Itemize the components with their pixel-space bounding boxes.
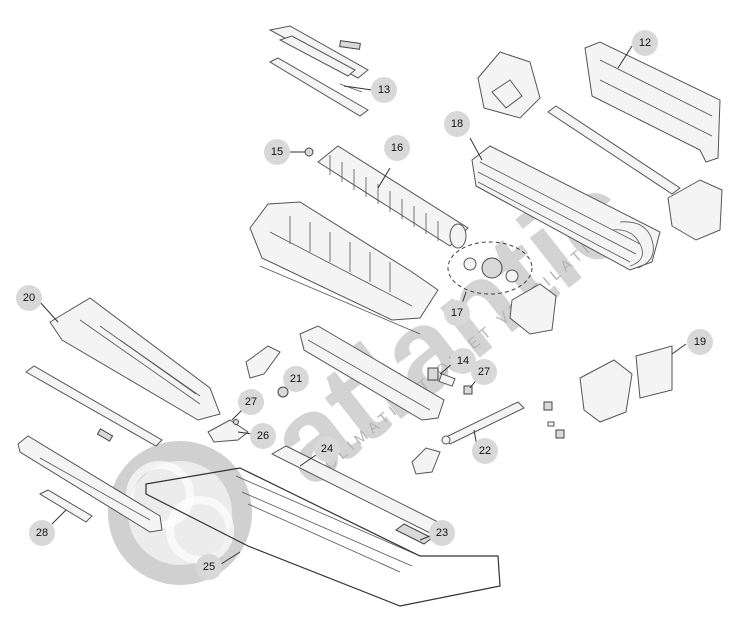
callout-26: 26 bbox=[250, 423, 276, 449]
callout-27-right: 27 bbox=[471, 359, 497, 385]
callout-17: 17 bbox=[444, 300, 470, 326]
callout-21: 21 bbox=[283, 366, 309, 392]
callout-25: 25 bbox=[196, 554, 222, 580]
part-14-sensor bbox=[427, 363, 456, 387]
part-13-brackets bbox=[268, 25, 373, 117]
svg-text:13: 13 bbox=[378, 84, 390, 96]
part-clip-a bbox=[96, 428, 114, 442]
callout-20: 20 bbox=[16, 285, 42, 311]
part-22-shaft bbox=[441, 401, 525, 453]
svg-text:24: 24 bbox=[321, 443, 333, 455]
callout-12: 12 bbox=[632, 30, 658, 56]
part-28-louver bbox=[17, 435, 163, 533]
svg-text:19: 19 bbox=[694, 336, 706, 348]
callout-24: 24 bbox=[314, 436, 340, 462]
callout-28: 28 bbox=[29, 520, 55, 546]
callout-15: 15 bbox=[264, 139, 290, 165]
callout-27-left: 27 bbox=[238, 389, 264, 415]
svg-text:15: 15 bbox=[271, 146, 283, 158]
callout-14: 14 bbox=[450, 348, 476, 374]
part-25-rods bbox=[145, 467, 501, 607]
part-motor-cover bbox=[509, 283, 557, 335]
svg-text:16: 16 bbox=[391, 142, 403, 154]
svg-text:18: 18 bbox=[451, 118, 463, 130]
svg-text:25: 25 bbox=[203, 561, 215, 573]
svg-text:23: 23 bbox=[436, 527, 448, 539]
part-12-back-frame bbox=[584, 41, 721, 163]
callout-23: 23 bbox=[429, 520, 455, 546]
callout-16: 16 bbox=[384, 135, 410, 161]
watermark-logo bbox=[108, 441, 252, 585]
part-17-fan-motor bbox=[447, 241, 533, 311]
part-rail bbox=[547, 105, 681, 195]
part-18-heat-exchanger bbox=[469, 137, 661, 271]
part-19-side-cover bbox=[579, 343, 687, 423]
svg-text:21: 21 bbox=[290, 373, 302, 385]
callout-19: 19 bbox=[687, 329, 713, 355]
part-side-bracket-right bbox=[667, 179, 723, 241]
part-16-tangential-fan bbox=[317, 145, 469, 249]
svg-text:27: 27 bbox=[478, 366, 490, 378]
svg-text:27: 27 bbox=[245, 396, 257, 408]
part-side-bracket-left bbox=[477, 51, 541, 119]
callout-22: 22 bbox=[472, 438, 498, 464]
part-small-cover bbox=[245, 345, 281, 379]
svg-text:12: 12 bbox=[639, 37, 651, 49]
part-20-front-frame bbox=[37, 297, 221, 421]
part-small-cover-2 bbox=[411, 447, 441, 475]
part-small-hardware-right bbox=[543, 401, 565, 439]
svg-text:26: 26 bbox=[257, 430, 269, 442]
callout-13: 13 bbox=[371, 77, 397, 103]
part-15-screw bbox=[290, 147, 314, 157]
part-strip-a bbox=[25, 365, 163, 447]
svg-text:22: 22 bbox=[479, 445, 491, 457]
svg-text:20: 20 bbox=[23, 292, 35, 304]
part-chassis bbox=[249, 201, 439, 335]
part-flap bbox=[299, 325, 445, 421]
svg-text:14: 14 bbox=[457, 355, 469, 367]
svg-text:17: 17 bbox=[451, 307, 463, 319]
svg-text:28: 28 bbox=[36, 527, 48, 539]
callout-18: 18 bbox=[444, 111, 470, 137]
